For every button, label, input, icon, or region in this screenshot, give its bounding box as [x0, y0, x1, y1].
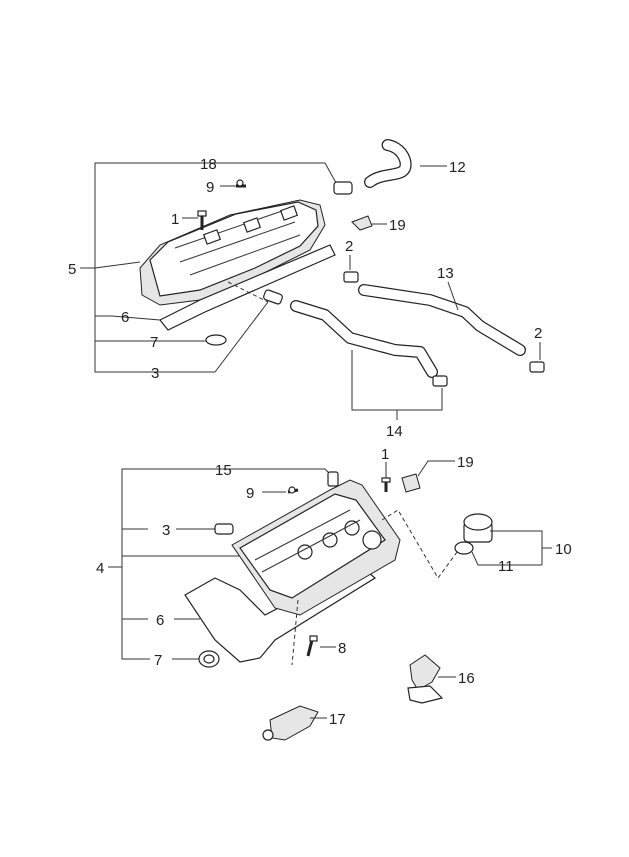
callout-1: 1	[171, 211, 179, 228]
callout-13: 13	[437, 265, 454, 282]
bolt-icon	[287, 486, 299, 494]
o-ring-icon	[454, 541, 474, 555]
callout-8: 8	[338, 640, 346, 657]
gasket-icon	[159, 244, 336, 331]
lower-assembly	[108, 460, 552, 741]
bolt-icon	[381, 477, 391, 492]
callout-12: 12	[449, 159, 466, 176]
pipe-fitting-icon	[214, 523, 234, 535]
pcv-valve-icon	[407, 654, 444, 704]
callout-6: 6	[156, 612, 164, 629]
vent-cap-icon	[401, 473, 421, 493]
hose-connector-icon	[262, 705, 319, 741]
grommet-icon	[205, 334, 227, 346]
callout-16: 16	[458, 670, 475, 687]
rocker-cover-icon	[139, 199, 326, 306]
callout-10: 10	[555, 541, 572, 558]
breather-hose-icon	[290, 300, 438, 378]
callout-1: 1	[381, 446, 389, 463]
vent-cap-icon	[351, 215, 373, 231]
hose-fitting-icon	[327, 471, 339, 487]
bolt-icon	[236, 179, 246, 188]
callout-7: 7	[150, 334, 158, 351]
upper-assembly	[80, 139, 545, 420]
hose-fitting-icon	[333, 181, 353, 195]
callout-19: 19	[389, 217, 406, 234]
callout-9: 9	[206, 179, 214, 196]
callout-19: 19	[457, 454, 474, 471]
bolt-icon	[197, 210, 207, 230]
pipe-fitting-icon	[263, 289, 283, 305]
callout-15: 15	[215, 462, 232, 479]
callout-2: 2	[345, 238, 353, 255]
hose-clamp-icon	[529, 361, 545, 373]
callout-9: 9	[246, 485, 254, 502]
callout-17: 17	[329, 711, 346, 728]
callout-3: 3	[151, 365, 159, 382]
callout-11: 11	[498, 558, 514, 575]
oil-filler-cap-icon	[463, 513, 493, 543]
callout-2: 2	[534, 325, 542, 342]
bracket-5	[80, 162, 198, 373]
rocker-cover-icon	[231, 479, 401, 616]
callout-18: 18	[200, 156, 217, 173]
callout-4: 4	[96, 560, 104, 577]
bracket-4	[108, 468, 248, 660]
callout-5: 5	[68, 261, 76, 278]
breather-hose-icon	[364, 139, 412, 188]
bolt-icon	[306, 635, 318, 657]
callout-14: 14	[386, 423, 403, 440]
breather-hose-icon	[358, 284, 526, 356]
callout-6: 6	[121, 309, 129, 326]
callout-3: 3	[162, 522, 170, 539]
hose-clamp-icon	[343, 271, 359, 283]
callout-7: 7	[154, 652, 162, 669]
hose-clamp-icon	[432, 375, 448, 387]
